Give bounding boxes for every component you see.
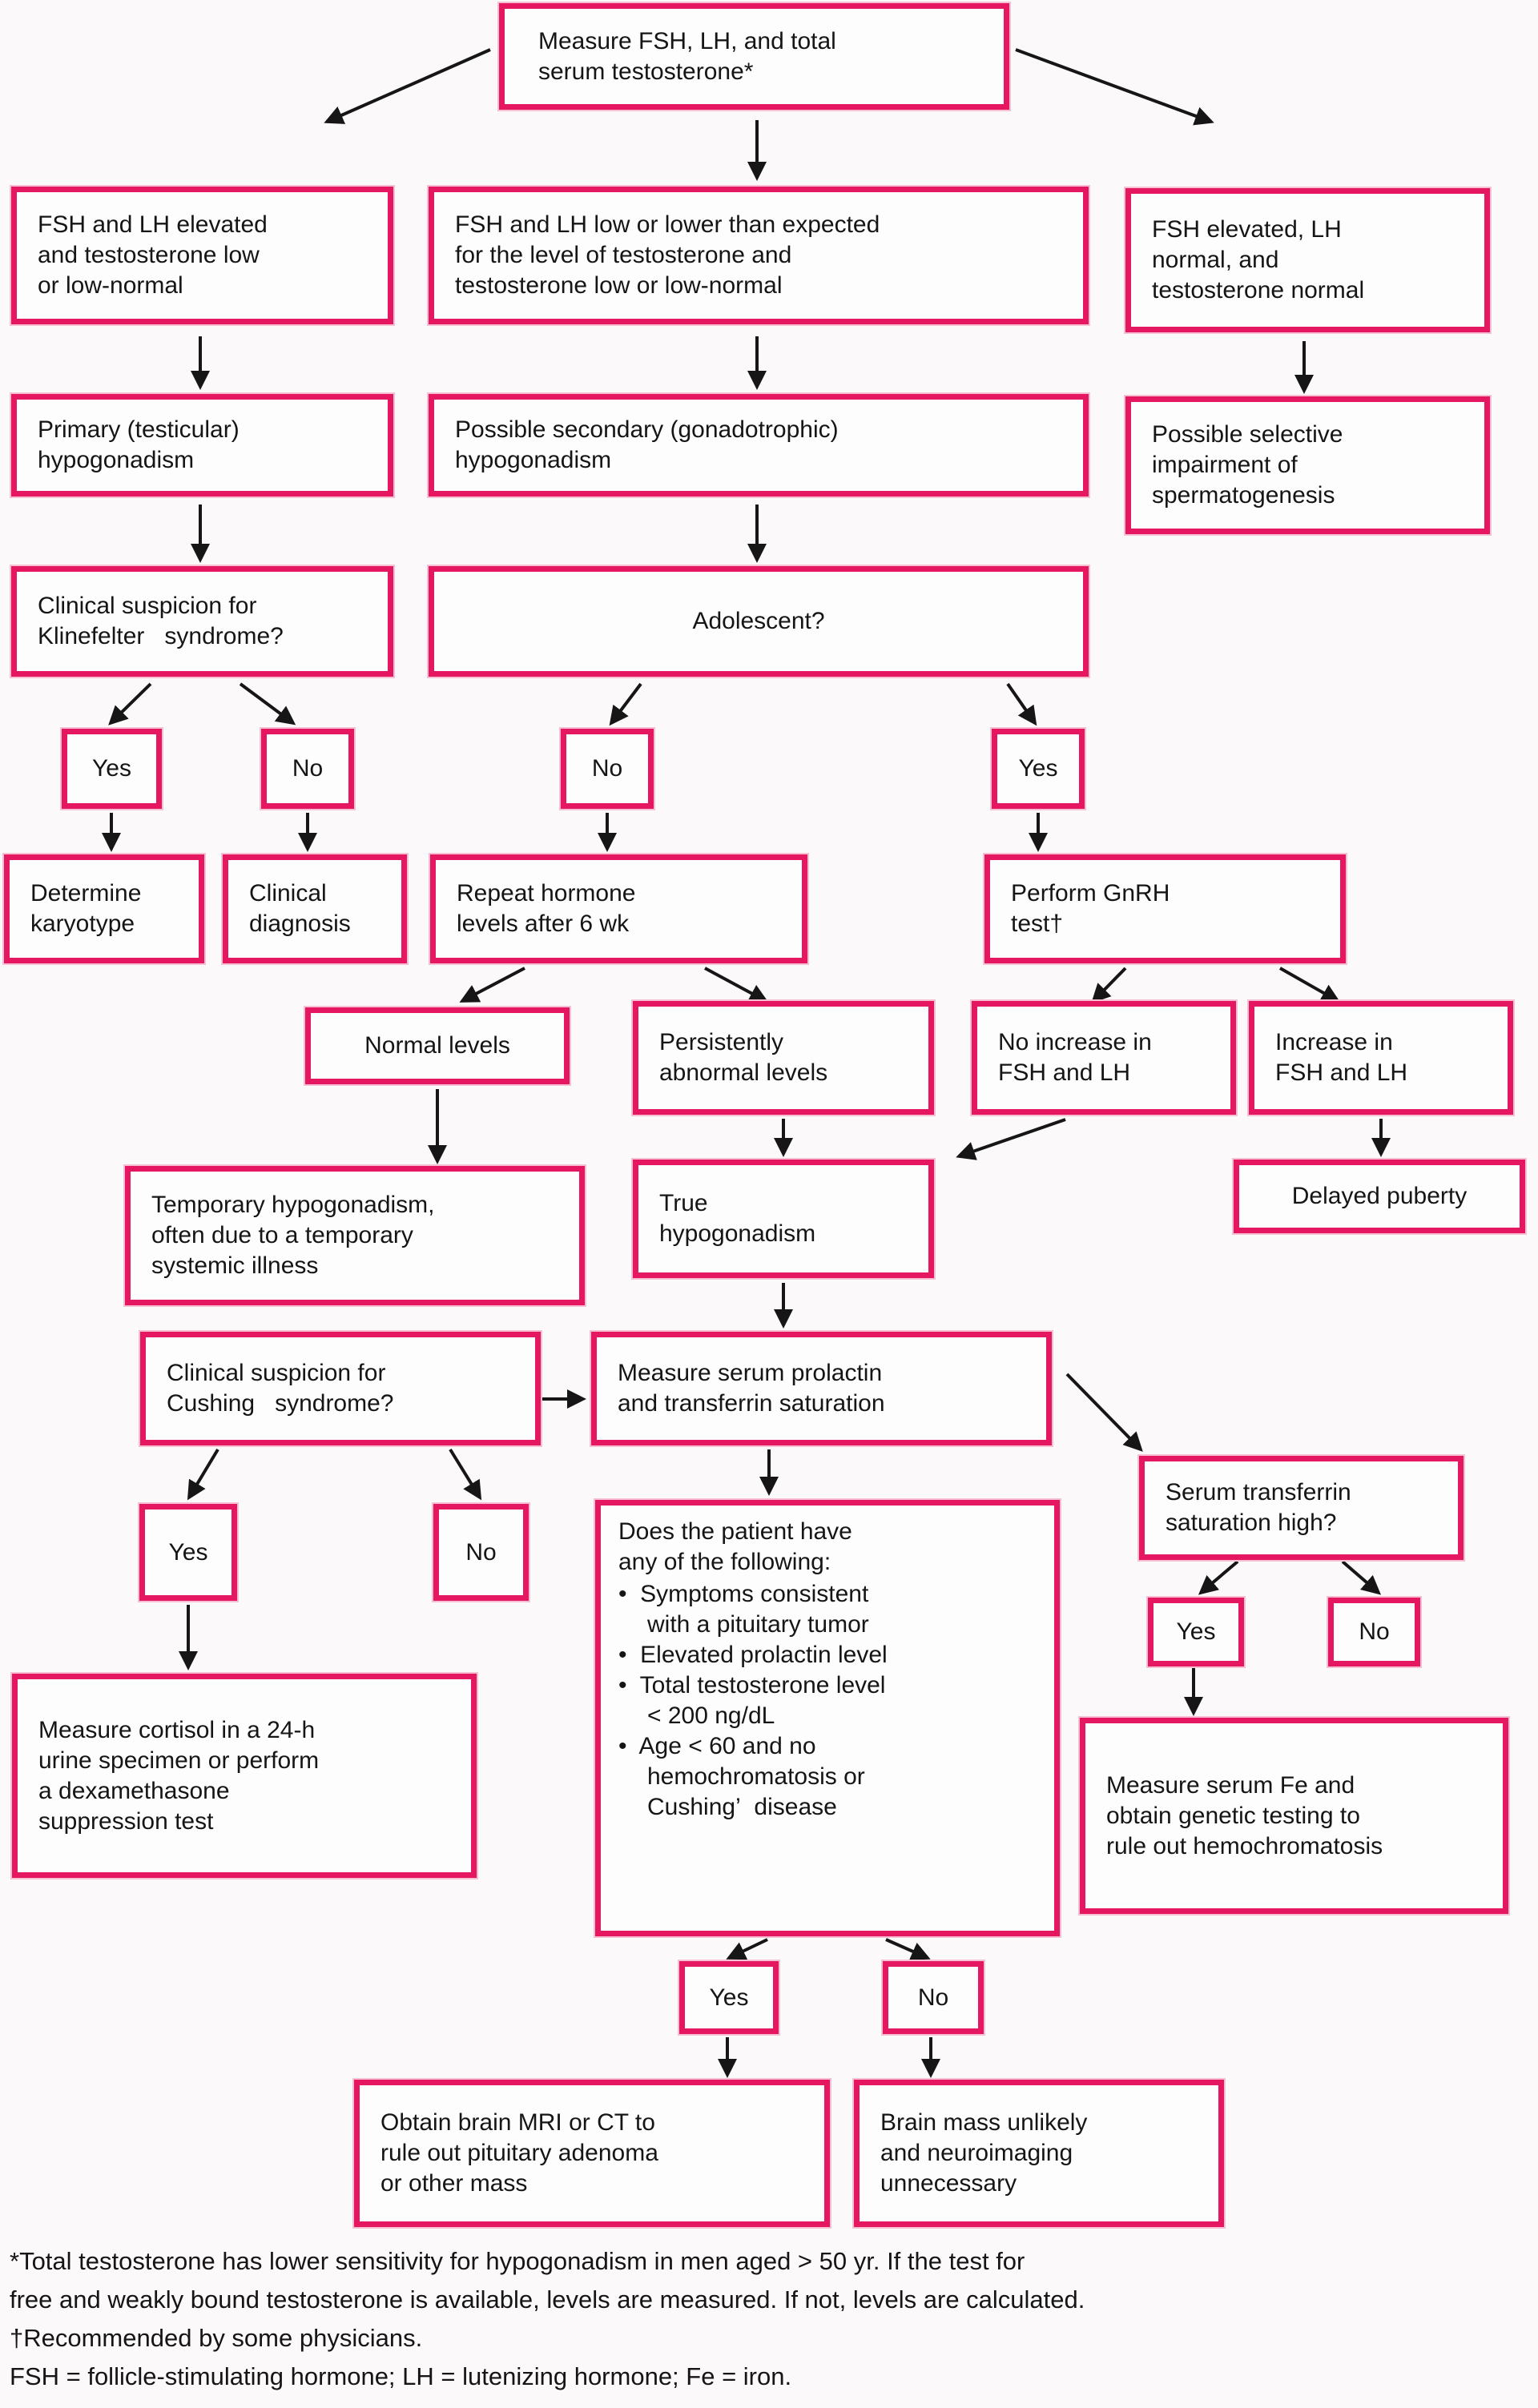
patient-question-item: • Elevated prolactin level [618,1642,888,1668]
node-label: Delayed puberty [1291,1183,1468,1209]
node-label: Temporary hypogonadism, often due to a t… [151,1192,435,1279]
node-label: No [917,1984,949,2011]
node-no-klinefelter: No [260,727,356,810]
node-no-patient-question: No [881,1960,985,2036]
node-label: Clinical suspicion for Cushing syndrome? [167,1360,394,1417]
node-yes-cushing: Yes [138,1502,239,1602]
node-label: Possible selective impairment of spermat… [1152,421,1343,509]
node-brain-mri: Obtain brain MRI or CT to rule out pitui… [352,2078,831,2229]
node-label: Yes [92,755,131,782]
node-label: Adolescent? [692,608,825,634]
node-no-cushing: No [432,1502,530,1602]
node-label: No [465,1538,497,1566]
node-label: Determine karyotype [30,880,142,937]
node-label: No [1359,1618,1390,1645]
node-persistently-abnormal: Persistently abnormal levels [631,999,936,1116]
node-increase-fsh-lh: Increase in FSH and LH [1247,999,1515,1116]
node-label: Measure cortisol in a 24-h urine specime… [38,1716,320,1835]
node-label: Yes [168,1538,208,1566]
node-label: Yes [1176,1618,1216,1645]
node-temporary-hypogonadism: Temporary hypogonadism, often due to a t… [123,1164,586,1307]
node-label: Measure serum prolactin and transferrin … [618,1360,885,1417]
node-label: No [292,755,324,782]
patient-question-intro: Does the patient have any of the followi… [618,1518,852,1575]
node-label: Brain mass unlikely and neuroimaging unn… [880,2109,1088,2197]
node-label: Persistently abnormal levels [659,1029,828,1086]
node-primary-hypogonadism: Primary (testicular) hypogonadism [10,392,395,498]
node-measure-cortisol: Measure cortisol in a 24-h urine specime… [10,1672,478,1879]
node-determine-karyotype: Determine karyotype [2,853,206,965]
node-klinefelter-question: Clinical suspicion for Klinefelter syndr… [10,565,395,678]
node-label: Increase in FSH and LH [1275,1029,1408,1086]
node-label: Yes [709,1984,749,2011]
node-no-increase-fsh-lh: No increase in FSH and LH [970,999,1238,1116]
node-yes-transferrin: Yes [1146,1596,1246,1668]
node-yes-klinefelter: Yes [60,727,163,810]
node-label: Measure FSH, LH, and total serum testost… [538,27,836,85]
node-clinical-diagnosis: Clinical diagnosis [221,853,409,965]
node-fsh-elevated-lh-normal: FSH elevated, LH normal, and testosteron… [1124,187,1492,334]
node-measure-prolactin: Measure serum prolactin and transferrin … [590,1330,1053,1447]
node-cushing-question: Clinical suspicion for Cushing syndrome? [139,1330,542,1447]
node-no-transferrin: No [1327,1596,1422,1668]
node-label: Clinical suspicion for Klinefelter syndr… [38,593,284,649]
node-measure-fsh: Measure FSH, LH, and total serum testost… [497,2,1011,111]
node-label: FSH elevated, LH normal, and testosteron… [1152,216,1365,304]
node-secondary-hypogonadism: Possible secondary (gonadotrophic) hypog… [427,392,1090,498]
patient-question-item: • Age < 60 and no hemochromatosis or Cus… [618,1733,865,1820]
node-true-hypogonadism: True hypogonadism [631,1158,936,1280]
node-measure-serum-fe: Measure serum Fe and obtain genetic test… [1078,1716,1510,1916]
node-label: Repeat hormone levels after 6 wk [457,880,636,937]
node-selective-impairment: Possible selective impairment of spermat… [1124,395,1492,536]
node-brain-mass-unlikely: Brain mass unlikely and neuroimaging unn… [852,2078,1226,2229]
node-label: Measure serum Fe and obtain genetic test… [1106,1771,1383,1859]
node-label: No increase in FSH and LH [998,1029,1152,1086]
patient-question-item: • Symptoms consistent with a pituitary t… [618,1581,869,1638]
node-label: FSH and LH low or lower than expected fo… [455,211,880,299]
node-transferrin-question: Serum transferrin saturation high? [1137,1454,1465,1562]
node-yes-adolescent: Yes [990,727,1086,810]
node-label: Clinical diagnosis [249,880,351,937]
node-delayed-puberty: Delayed puberty [1232,1158,1527,1235]
node-no-adolescent: No [559,727,655,810]
node-repeat-hormone: Repeat hormone levels after 6 wk [429,853,809,965]
node-label: Possible secondary (gonadotrophic) hypog… [455,416,839,473]
node-label: True hypogonadism [659,1190,816,1247]
node-yes-patient-question: Yes [678,1960,780,2036]
node-adolescent-question: Adolescent? [427,565,1090,678]
node-label: No [591,755,623,782]
node-label: Primary (testicular) hypogonadism [38,416,240,473]
node-label: Yes [1018,755,1058,782]
node-patient-question: Does the patient have any of the followi… [594,1498,1061,1938]
node-label: Obtain brain MRI or CT to rule out pitui… [380,2109,658,2197]
node-normal-levels: Normal levels [304,1006,571,1086]
node-fsh-lh-low: FSH and LH low or lower than expected fo… [427,185,1090,326]
node-label: Normal levels [364,1032,510,1059]
footnotes: *Total testosterone has lower sensitivit… [10,2247,1085,2390]
patient-question-item: • Total testosterone level < 200 ng/dL [618,1672,886,1729]
node-gnrh-test: Perform GnRH test† [983,853,1347,965]
node-label: Serum transferrin saturation high? [1166,1479,1351,1536]
node-fsh-lh-elevated: FSH and LH elevated and testosterone low… [10,185,395,326]
node-label: Perform GnRH test† [1011,880,1170,937]
node-label: FSH and LH elevated and testosterone low… [38,211,268,299]
